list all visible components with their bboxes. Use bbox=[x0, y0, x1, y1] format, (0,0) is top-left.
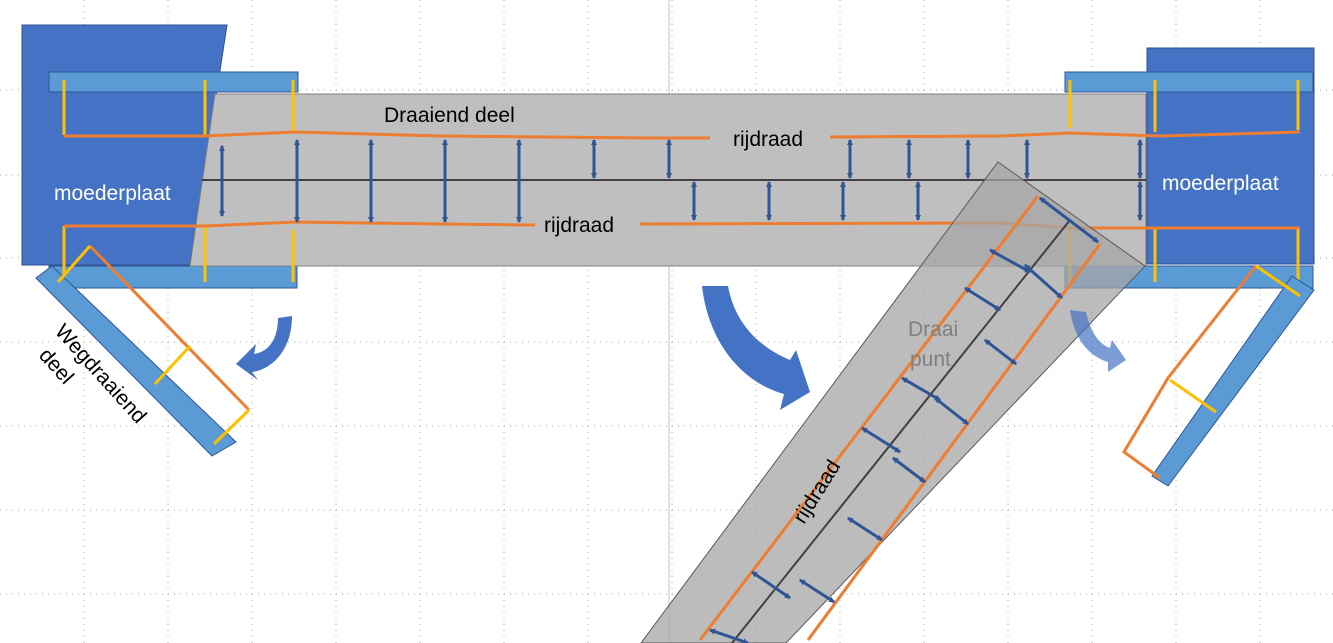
motherplate-right-top-bar bbox=[1064, 71, 1314, 93]
curved-arrow-icon-right bbox=[1070, 310, 1126, 372]
hangers-right bbox=[1068, 80, 1300, 282]
wire-bottom-label-bg bbox=[536, 212, 640, 240]
motherplate-left-label: moederplaat bbox=[54, 182, 171, 205]
rotating-part-label: Draaiend deel bbox=[384, 104, 515, 127]
curved-arrow-icon-left bbox=[236, 316, 292, 380]
swing-away-part-left bbox=[35, 244, 251, 457]
pivot-label-line1: Draai bbox=[908, 318, 958, 341]
wire-top-label-bg bbox=[720, 124, 826, 152]
wire-bottom-label: rijdraad bbox=[544, 214, 614, 237]
curved-arrow-icon-center bbox=[702, 286, 810, 410]
pivot-label-line2: punt bbox=[910, 348, 951, 371]
motherplate-left-bottom-bar bbox=[48, 265, 298, 289]
swing-away-part-right bbox=[1122, 264, 1315, 487]
hangers-left bbox=[62, 80, 295, 282]
rotated-deck bbox=[640, 161, 1146, 643]
wire-top-label: rijdraad bbox=[733, 128, 803, 151]
motherplate-left-top-bar bbox=[48, 71, 299, 93]
motherplate-right-label: moederplaat bbox=[1162, 172, 1279, 195]
dropper-arrows bbox=[219, 139, 1143, 223]
